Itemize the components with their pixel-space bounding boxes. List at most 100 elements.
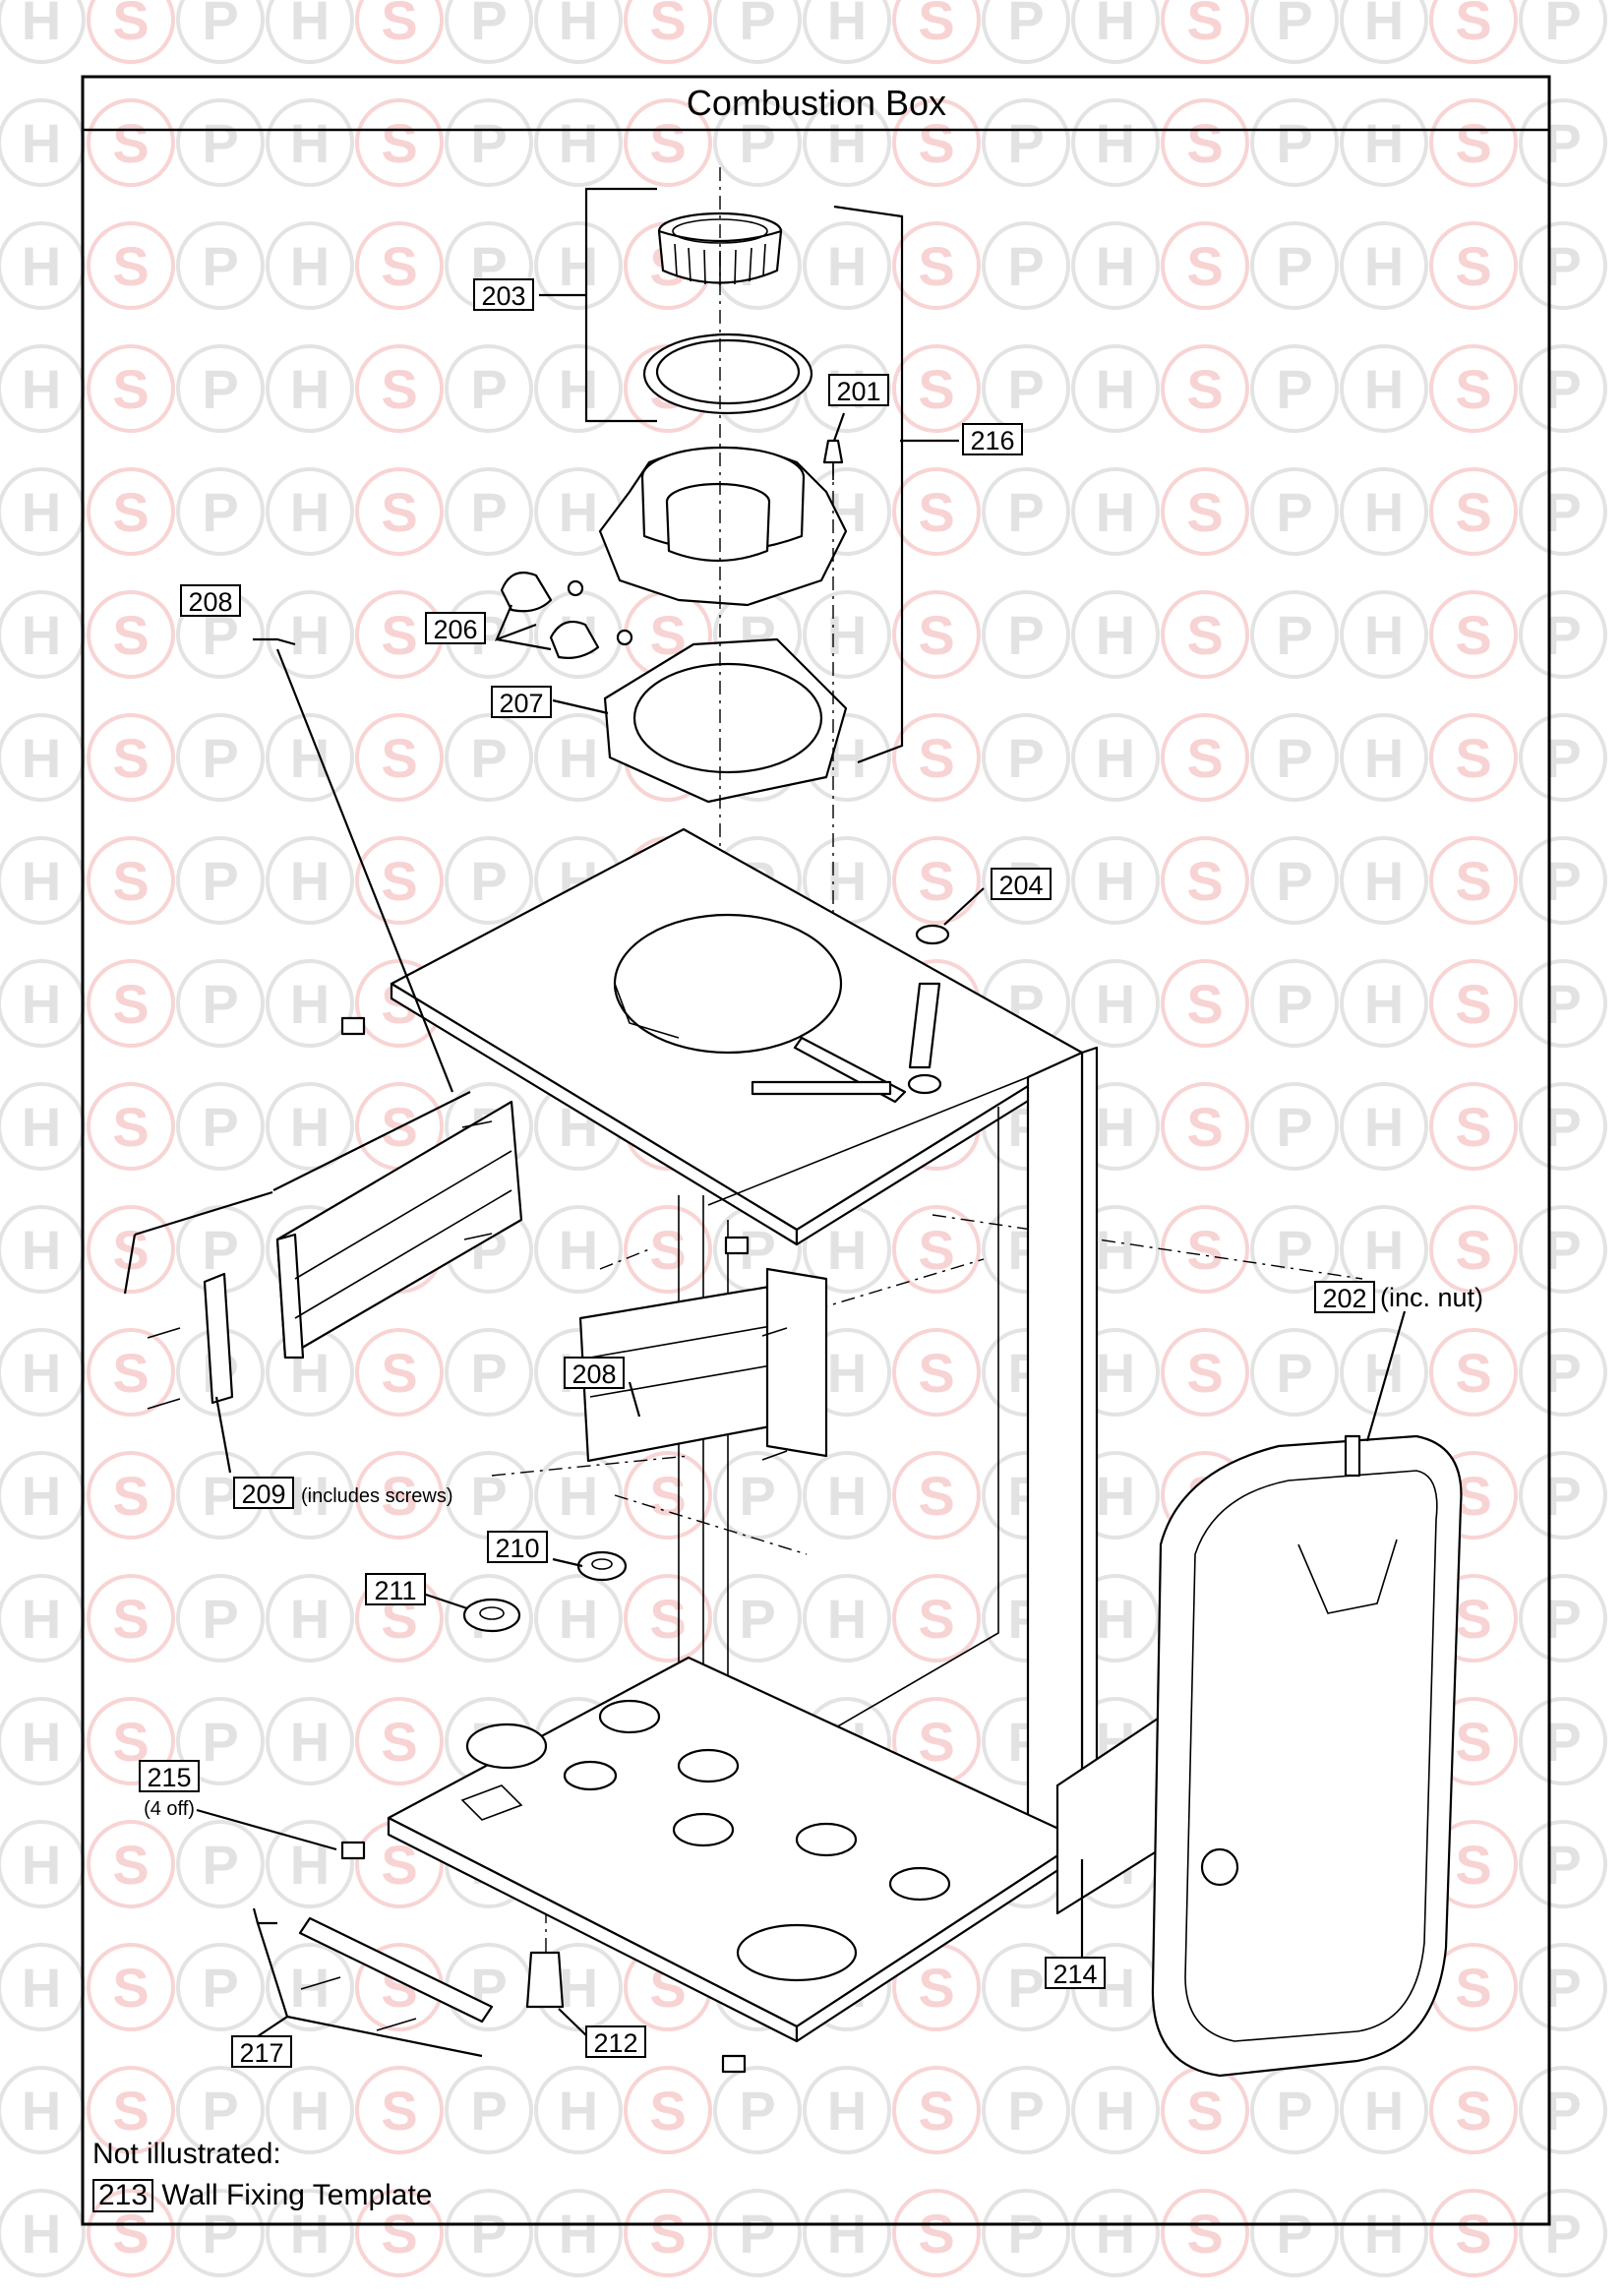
watermark-circle [892, 1205, 981, 1294]
watermark-letter: H [559, 2080, 598, 2142]
watermark-letter: S [1455, 358, 1491, 420]
watermark-circle [713, 2189, 802, 2277]
watermark-letter: P [1276, 235, 1312, 297]
watermark-circle [1340, 959, 1428, 1048]
watermark-circle [982, 2189, 1070, 2277]
watermark-letter: S [112, 1957, 149, 2019]
watermark-circle [534, 2066, 623, 2154]
watermark-circle [1071, 2066, 1160, 2154]
watermark-circle [1519, 1328, 1607, 1417]
watermark-letter: H [290, 1834, 330, 1896]
watermark-circle [892, 221, 981, 310]
part-labels: 203 201 216 206 207 204 208 208 202 (inc… [139, 278, 1483, 2068]
watermark-letter: P [1544, 2203, 1581, 2265]
watermark-circle [1161, 1082, 1249, 1171]
watermark-circle [1519, 1082, 1607, 1171]
watermark-letter: S [112, 358, 149, 420]
watermark-letter: H [559, 2203, 598, 2265]
watermark-circle [1340, 836, 1428, 925]
watermark-letter: S [112, 235, 149, 297]
watermark-circle [1519, 1943, 1607, 2031]
watermark-circle [1161, 713, 1249, 802]
label-201: 201 [836, 377, 880, 406]
watermark-circle [1429, 1205, 1518, 1294]
watermark-letter: S [918, 1588, 954, 1650]
watermark-letter: S [381, 727, 417, 789]
watermark-circle [803, 2189, 891, 2277]
watermark-circle [87, 959, 175, 1048]
watermark-circle [1071, 590, 1160, 679]
watermark-letter: H [1364, 604, 1404, 666]
watermark-letter: H [22, 358, 61, 420]
watermark-letter: S [1455, 1096, 1491, 1158]
watermark-letter: H [22, 973, 61, 1035]
watermark-circle [624, 1574, 712, 1662]
watermark-circle [87, 98, 175, 187]
watermark-letter: H [1364, 850, 1404, 912]
watermark-letter: P [739, 2080, 775, 2142]
watermark-circle [624, 2066, 712, 2154]
watermark-letter: P [202, 481, 238, 543]
watermark-letter: S [1455, 2080, 1491, 2142]
watermark-letter: S [649, 0, 686, 51]
watermark-circle [1340, 1205, 1428, 1294]
watermark-letter: P [202, 1957, 238, 2019]
watermark-letter: H [290, 850, 330, 912]
watermark-circle [176, 2189, 265, 2277]
watermark-letter: S [112, 1588, 149, 1650]
watermark-letter: S [649, 1465, 686, 1527]
watermark-letter: P [470, 2080, 507, 2142]
label-208-left: 208 [188, 587, 232, 617]
watermark-letter: H [559, 1219, 598, 1281]
watermark-letter: P [1007, 2203, 1044, 2265]
watermark-circle [1519, 0, 1607, 64]
watermark-circle [445, 1574, 533, 1662]
watermark-letter: S [649, 2203, 686, 2265]
watermark-letter: P [202, 850, 238, 912]
watermark-letter: H [827, 1588, 867, 1650]
watermark-letter: P [1544, 358, 1581, 420]
watermark-circle [1071, 98, 1160, 187]
watermark-circle [1250, 1082, 1339, 1171]
watermark-letter: P [1007, 727, 1044, 789]
watermark-circle [803, 1574, 891, 1662]
watermark-circle [1161, 590, 1249, 679]
watermark-circle [266, 2189, 354, 2277]
watermark-circle [355, 2189, 444, 2277]
watermark-circle [624, 1451, 712, 1540]
watermark-letter: P [1276, 0, 1312, 51]
watermark-circle [176, 959, 265, 1048]
watermark-letter: S [381, 850, 417, 912]
watermark-circle [624, 1205, 712, 1294]
watermark-letter: H [1096, 1219, 1135, 1281]
watermark-circle [892, 2189, 981, 2277]
watermark-letter: S [1186, 0, 1223, 51]
watermark-letter: S [112, 727, 149, 789]
watermark-circle [87, 344, 175, 433]
label-209: 209 [241, 1480, 285, 1509]
watermark-letter: H [559, 112, 598, 174]
watermark-letter: S [1186, 235, 1223, 297]
watermark-letter: H [827, 235, 867, 297]
watermark-circle [1429, 2189, 1518, 2277]
watermark-letter: H [290, 727, 330, 789]
watermark-letter: H [559, 0, 598, 51]
watermark-letter: H [1096, 1588, 1135, 1650]
watermark-circle [892, 1328, 981, 1417]
watermark-circle [1519, 1820, 1607, 1908]
watermark-circle [355, 1697, 444, 1785]
watermark-circle [1519, 959, 1607, 1048]
combustion-chassis [340, 827, 1177, 2074]
watermark-circle [445, 2066, 533, 2154]
watermark-letter: H [290, 1465, 330, 1527]
label-202: 202 [1322, 1284, 1366, 1313]
watermark-circle [355, 344, 444, 433]
watermark-letter: S [1455, 2203, 1491, 2265]
watermark-circle [982, 467, 1070, 556]
watermark-circle [1429, 344, 1518, 433]
watermark-circle [266, 221, 354, 310]
watermark-circle [1340, 1082, 1428, 1171]
watermark-circle [355, 2066, 444, 2154]
watermark-letter: S [918, 1342, 954, 1404]
watermark-letter: H [559, 1957, 598, 2019]
